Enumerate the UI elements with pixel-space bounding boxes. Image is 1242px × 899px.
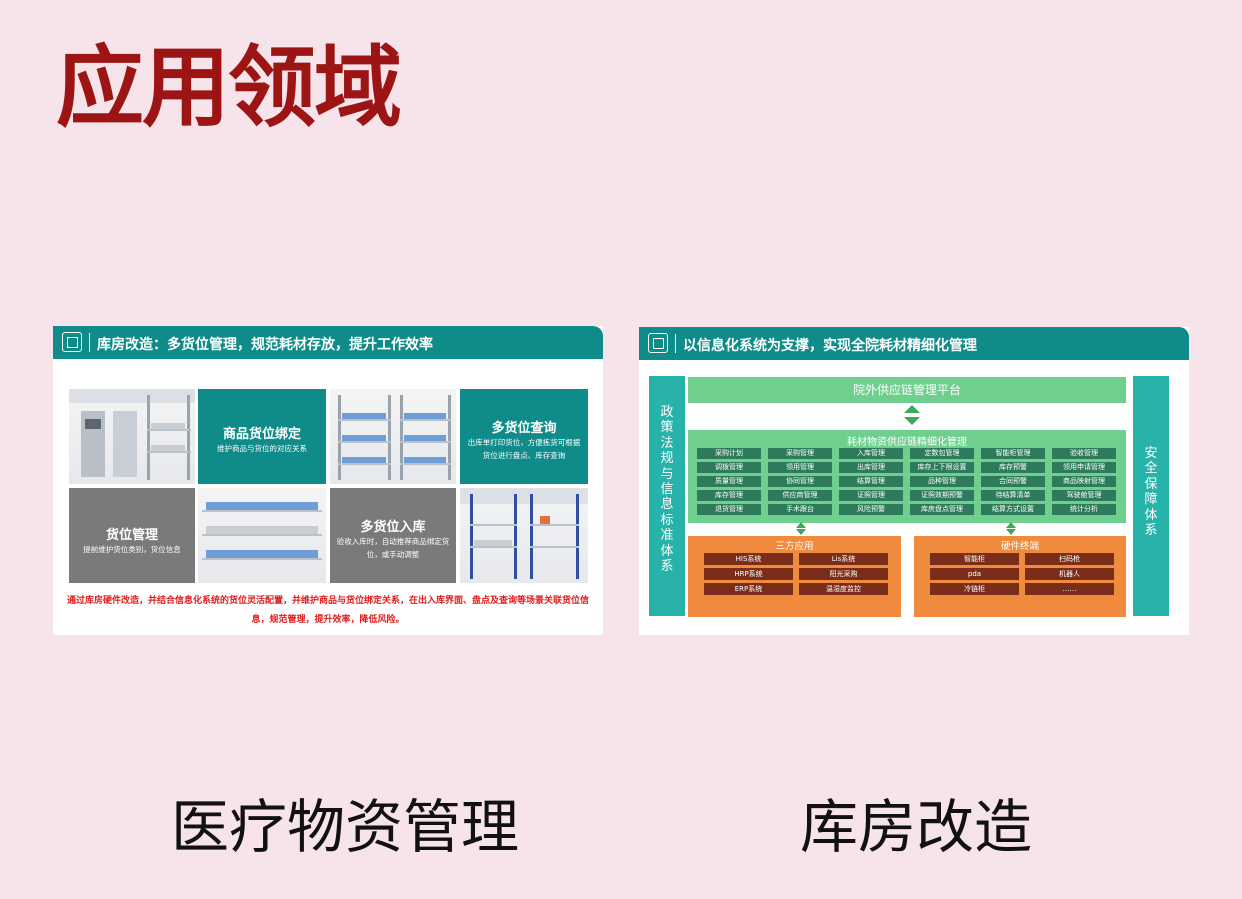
tile-desc: 提前维护货位类别，货位信息 [83, 545, 181, 554]
mgmt-module: 领用申请管理 [1052, 462, 1116, 473]
tile-location-binding: 商品货位绑定 维护商品与货位的对应关系 [198, 389, 326, 484]
third-party-item: HIS系统 [704, 553, 793, 565]
policy-standards-bar: 政策法规与信息标准体系 [649, 376, 685, 616]
mgmt-module: 风险预警 [839, 504, 903, 515]
mgmt-module: 库存预警 [981, 462, 1045, 473]
mgmt-module: 待结算清单 [981, 490, 1045, 501]
mgmt-module: 驾驶舱管理 [1052, 490, 1116, 501]
mgmt-module: 手术跟台 [768, 504, 832, 515]
third-party-grid: HIS系统 Lis系统 HRP系统阳光采购 ERP系统温湿度监控 [704, 553, 888, 595]
mgmt-module: 验收管理 [1052, 448, 1116, 459]
mgmt-module: 商品映射管理 [1052, 476, 1116, 487]
mgmt-module: 库房盘点管理 [910, 504, 974, 515]
panel-header-title: 库房改造：多货位管理，规范耗材存放，提升工作效率 [97, 337, 433, 353]
mgmt-module: 结算方式设置 [981, 504, 1045, 515]
tile-desc: 验收入库时，自动推荐商品绑定货位，或手动调整 [336, 537, 450, 559]
hardware-item: 智能柜 [930, 553, 1019, 565]
tile-desc: 出库单打印货位，方便拣货可根据货位进行盘点、库存查询 [467, 438, 581, 460]
tile-title: 货位管理 [105, 528, 158, 543]
third-party-item: 温湿度监控 [799, 583, 888, 595]
third-party-apps: 三方应用 HIS系统 Lis系统 HRP系统阳光采购 ERP系统温湿度监控 [688, 536, 901, 617]
logo-icon [648, 333, 668, 353]
storage-room-photo [460, 488, 588, 583]
mgmt-module: 入库管理 [839, 448, 903, 459]
arrow-up-icon [796, 522, 806, 528]
security-system-bar: 安全保障体系 [1133, 376, 1169, 616]
third-party-item: HRP系统 [704, 568, 793, 580]
mgmt-module: 领用管理 [768, 462, 832, 473]
hardware-item: 冷链柜 [930, 583, 1019, 595]
arrow-down-icon [1006, 529, 1016, 535]
mgmt-module: 退货管理 [697, 504, 761, 515]
warehouse-photo [69, 389, 195, 484]
tile-desc: 维护商品与货位的对应关系 [217, 444, 307, 453]
mgmt-module: 证照管理 [839, 490, 903, 501]
mgmt-module: 出库管理 [839, 462, 903, 473]
supply-chain-management: 耗材物资供应链精细化管理 采购计划采购管理入库管理定数包管理智能柜管理验收管理调… [688, 430, 1126, 523]
hardware-title: 硬件终端 [1000, 541, 1039, 552]
tile-multi-location-query: 多货位查询 出库单打印货位，方便拣货可根据货位进行盘点、库存查询 [460, 389, 588, 484]
arrow-down-icon [796, 529, 806, 535]
mgmt-module: 证照效期预警 [910, 490, 974, 501]
mgmt-module: 库存上下限设置 [910, 462, 974, 473]
caption-medical-supplies: 医疗物资管理 [171, 793, 520, 861]
arrow-up-icon [1006, 522, 1016, 528]
header-divider [675, 334, 676, 353]
informatization-slide: 以信息化系统为支撑，实现全院耗材精细化管理 政策法规与信息标准体系 安全保障体系… [639, 327, 1189, 635]
hardware-terminals: 硬件终端 智能柜扫码枪 pda 机器人冷链柜 …… [914, 536, 1126, 617]
summary-note: 通过库房硬件改造，并结合信息化系统的货位灵活配置，并维护商品与货位绑定关系，在出… [66, 596, 589, 625]
bins-photo [198, 488, 326, 583]
arrow-down-icon [904, 417, 920, 425]
mgmt-module: 采购计划 [697, 448, 761, 459]
mgmt-module: 采购管理 [768, 448, 832, 459]
hardware-item: …… [1025, 583, 1114, 595]
caption-warehouse-renovation: 库房改造 [800, 793, 1033, 861]
header-divider [89, 333, 90, 352]
third-party-title: 三方应用 [775, 541, 814, 552]
mgmt-module: 定数包管理 [910, 448, 974, 459]
tile-multi-location-inbound: 多货位入库 验收入库时，自动推荐商品绑定货位，或手动调整 [330, 488, 456, 583]
mgmt-module: 结算管理 [839, 476, 903, 487]
hardware-grid: 智能柜扫码枪 pda 机器人冷链柜 …… [930, 553, 1114, 595]
hardware-item: 扫码枪 [1025, 553, 1114, 565]
mgmt-module: 协同管理 [768, 476, 832, 487]
mgmt-module: 供应商管理 [768, 490, 832, 501]
panel-header: 库房改造：多货位管理，规范耗材存放，提升工作效率 [53, 326, 603, 359]
tile-title: 多货位查询 [491, 421, 557, 436]
mgmt-module: 统计分析 [1052, 504, 1116, 515]
logo-icon [62, 332, 82, 352]
tile-title: 多货位入库 [360, 520, 426, 535]
outer-supply-platform: 院外供应链管理平台 [688, 377, 1126, 403]
mgmt-module: 合同预警 [981, 476, 1045, 487]
panel-header-title: 以信息化系统为支撑，实现全院耗材精细化管理 [683, 338, 977, 354]
third-party-item: ERP系统 [704, 583, 793, 595]
shelf-photo [330, 389, 456, 484]
mgmt-module: 品种管理 [910, 476, 974, 487]
warehouse-renovation-slide: 库房改造：多货位管理，规范耗材存放，提升工作效率 商品货位绑定 维护商品与货位的… [53, 326, 603, 635]
mgmt-module: 质量管理 [697, 476, 761, 487]
mgmt-module: 智能柜管理 [981, 448, 1045, 459]
panel-header: 以信息化系统为支撑，实现全院耗材精细化管理 [639, 327, 1189, 360]
mgmt-module: 调拨管理 [697, 462, 761, 473]
tile-title: 商品货位绑定 [222, 427, 301, 442]
tile-location-management: 货位管理 提前维护货位类别，货位信息 [69, 488, 195, 583]
hardware-item: pda [930, 568, 1019, 580]
mgmt-module: 库存管理 [697, 490, 761, 501]
mgmt-grid: 采购计划采购管理入库管理定数包管理智能柜管理验收管理调拨管理领用管理出库管理库存… [697, 448, 1125, 515]
mgmt-title: 耗材物资供应链精细化管理 [847, 437, 967, 448]
hardware-item: 机器人 [1025, 568, 1114, 580]
page-title: 应用领域 [56, 36, 402, 139]
third-party-item: Lis系统 [799, 553, 888, 565]
arrow-up-icon [904, 405, 920, 413]
third-party-item: 阳光采购 [799, 568, 888, 580]
